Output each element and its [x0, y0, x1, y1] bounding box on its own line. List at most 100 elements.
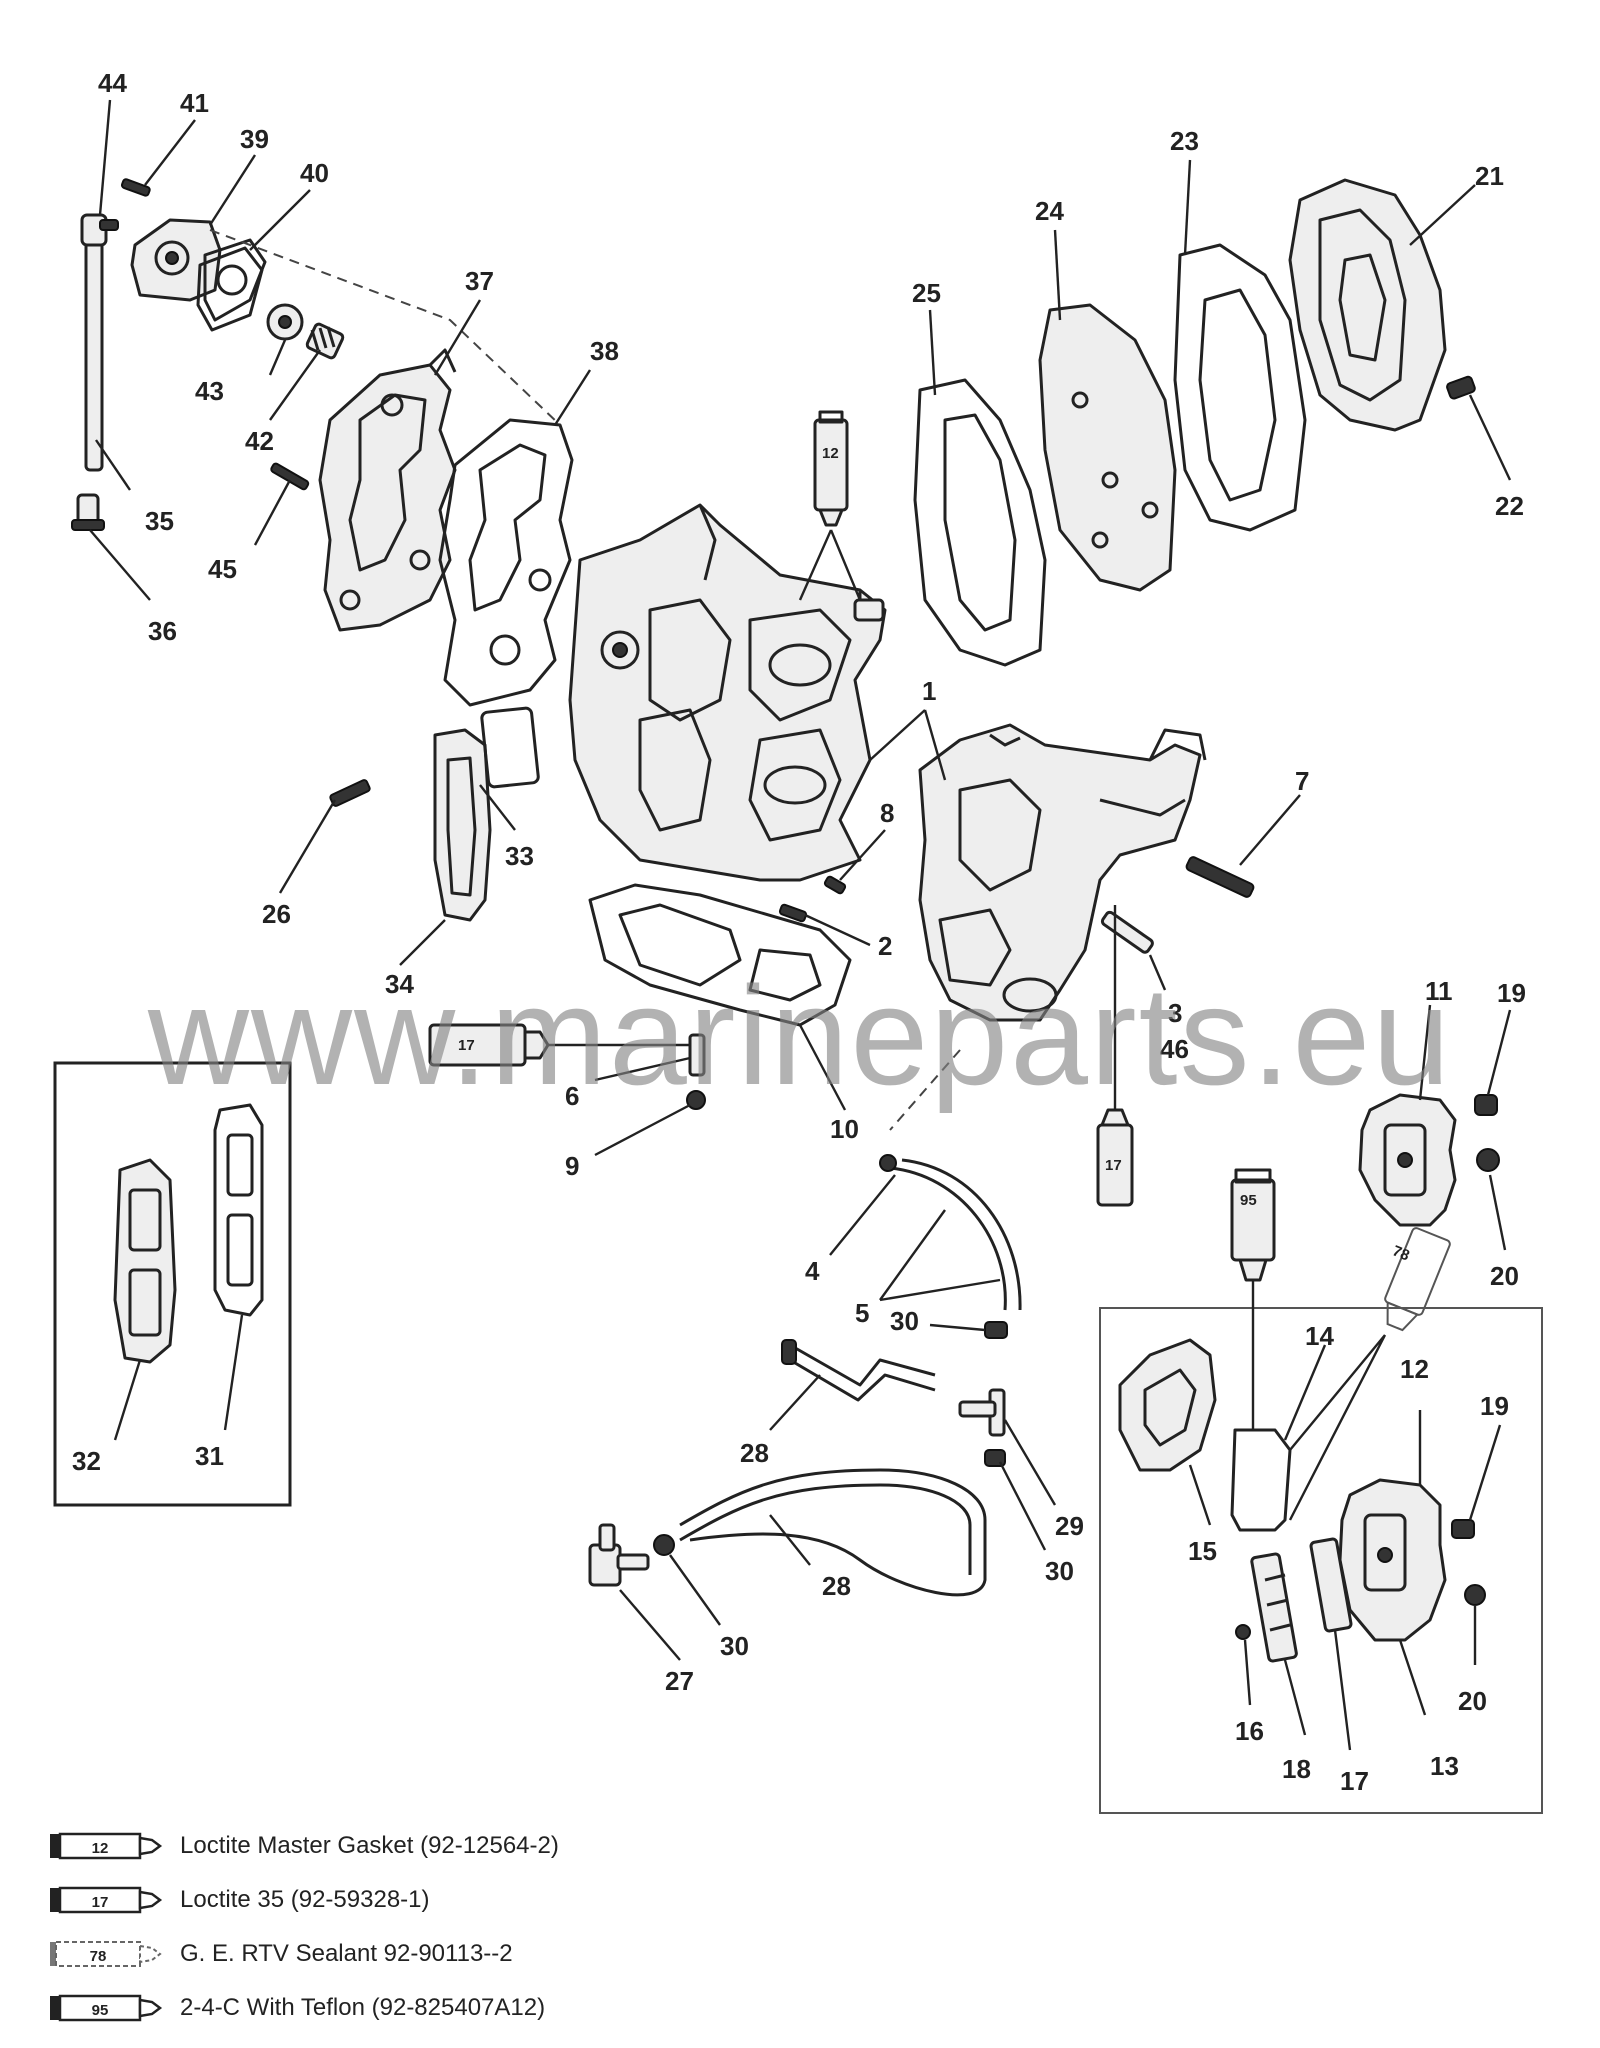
sealant-tube-17-left	[428, 1023, 690, 1067]
callout-3: 3	[1168, 998, 1182, 1028]
divider-plate-24	[1038, 303, 1177, 592]
tube-icon-95: 95	[50, 1994, 163, 2022]
callout-5: 5	[855, 1298, 869, 1328]
callout-32: 32	[72, 1446, 101, 1476]
tube-label-78: 78	[1390, 1242, 1412, 1264]
callout-4: 4	[805, 1256, 820, 1286]
callout-14: 14	[1305, 1321, 1334, 1351]
gasket-25	[913, 378, 1047, 667]
dowel-2	[778, 903, 808, 923]
screw-16	[1235, 1624, 1251, 1640]
bolt-26	[329, 779, 371, 807]
callout-30-a: 30	[890, 1306, 919, 1336]
tube-icon-12: 12	[50, 1832, 163, 1860]
callout-28-b: 28	[822, 1571, 851, 1601]
callout-26: 26	[262, 899, 291, 929]
callout-38: 38	[590, 336, 619, 366]
sealant-tube-17-center	[1096, 905, 1134, 1207]
callout-18: 18	[1282, 1754, 1311, 1784]
reed-seal-14	[1230, 1428, 1292, 1532]
sealant-tube-78	[1288, 1227, 1451, 1521]
dowel-8	[823, 875, 847, 895]
exhaust-cover-21	[1288, 178, 1476, 432]
callout-19-a: 19	[1497, 978, 1526, 1008]
callout-8: 8	[880, 798, 894, 828]
callout-27: 27	[665, 1666, 694, 1696]
callout-20-b: 20	[1458, 1686, 1487, 1716]
svg-text:12: 12	[92, 1840, 109, 1857]
tee-fitting-29	[958, 1388, 1006, 1437]
callout-20-a: 20	[1490, 1261, 1519, 1291]
svg-text:78: 78	[90, 1948, 107, 1965]
cylinder-head-cover	[318, 348, 457, 632]
callout-17: 17	[1340, 1766, 1369, 1796]
callout-35: 35	[145, 506, 174, 536]
hose-28-upper	[781, 1339, 936, 1402]
sealant-tube-95	[1230, 1168, 1276, 1430]
hose-5	[879, 1154, 1022, 1311]
gasket-10	[588, 883, 852, 1027]
callout-15: 15	[1188, 1536, 1217, 1566]
tube-label-17-center: 17	[1105, 1157, 1122, 1174]
clamp-30-a	[984, 1321, 1008, 1339]
tube-label-95: 95	[1240, 1192, 1257, 1209]
callout-1: 1	[922, 676, 936, 706]
reed-plate-32	[113, 1158, 177, 1364]
reed-gasket-15	[1118, 1338, 1217, 1472]
gasket-31	[213, 1103, 264, 1317]
callout-30-b: 30	[1045, 1556, 1074, 1586]
callout-43: 43	[195, 376, 224, 406]
callout-numbers: 44 41 39 40 37 38 43 42 35 45 36 21 23 2…	[72, 68, 1526, 1796]
head-gasket-38	[438, 418, 574, 707]
legend-item-17: 17 Loctite 35 (92-59328-1)	[48, 1880, 430, 1920]
callout-30-c: 30	[720, 1631, 749, 1661]
reed-block-11	[1358, 1093, 1500, 1227]
callout-2: 2	[878, 931, 892, 961]
callout-39: 39	[240, 124, 269, 154]
dipstick-tube	[71, 213, 119, 531]
legend-text-78: G. E. RTV Sealant 92-90113--2	[180, 1940, 513, 1967]
stud-6	[688, 1033, 706, 1077]
callout-37: 37	[465, 266, 494, 296]
callout-46: 46	[1160, 1034, 1189, 1064]
callout-33: 33	[505, 841, 534, 871]
fitting-27	[588, 1523, 650, 1587]
legend-item-95: 95 2-4-C With Teflon (92-825407A12)	[48, 1988, 545, 2028]
inset-frame-right	[1099, 1307, 1543, 1814]
callout-10: 10	[830, 1114, 859, 1144]
callout-12: 12	[1400, 1354, 1429, 1384]
callout-41: 41	[180, 88, 209, 118]
crankcase-cover	[918, 723, 1207, 1022]
tube-label-12: 12	[822, 445, 839, 462]
bolt-7	[1185, 856, 1255, 898]
clamp-30-c	[653, 1534, 675, 1556]
alignment-line	[209, 229, 561, 426]
reed-block-12	[1338, 1478, 1447, 1642]
tube-icon-17: 17	[50, 1886, 163, 1914]
cylinder-block	[568, 503, 887, 882]
sealant-tube-12-top	[798, 410, 862, 601]
thermostat	[266, 303, 345, 491]
nut-9	[686, 1090, 706, 1110]
legend-item-12: 12 Loctite Master Gasket (92-12564-2)	[48, 1826, 559, 1866]
callout-25: 25	[912, 278, 941, 308]
legend-text-17: Loctite 35 (92-59328-1)	[180, 1886, 430, 1913]
callout-40: 40	[300, 158, 329, 188]
hose-28-lower	[679, 1468, 987, 1597]
stud-3	[1100, 910, 1154, 954]
callout-28-a: 28	[740, 1438, 769, 1468]
callout-42: 42	[245, 426, 274, 456]
leader-lines	[89, 99, 1512, 1751]
callout-23: 23	[1170, 126, 1199, 156]
callout-19-b: 19	[1480, 1391, 1509, 1421]
callout-21: 21	[1475, 161, 1504, 191]
callout-36: 36	[148, 616, 177, 646]
tube-label-17-left: 17	[458, 1037, 475, 1054]
legend-item-78: 78 G. E. RTV Sealant 92-90113--2	[48, 1934, 513, 1974]
callout-31: 31	[195, 1441, 224, 1471]
callout-34: 34	[385, 969, 414, 999]
callout-29: 29	[1055, 1511, 1084, 1541]
svg-text:17: 17	[92, 1894, 109, 1911]
callout-9: 9	[565, 1151, 579, 1181]
